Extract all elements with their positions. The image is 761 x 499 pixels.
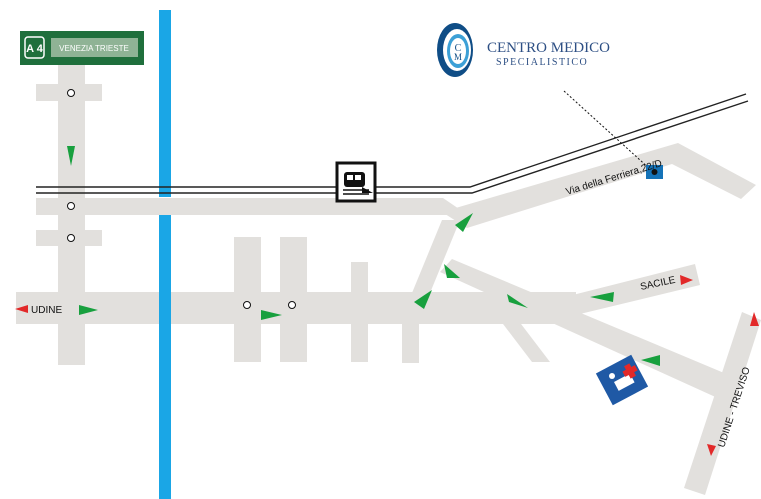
- clinic-leader-line: [563, 90, 652, 171]
- road-udine-treviso: [684, 312, 761, 495]
- road-via-della-ferriera: [442, 143, 756, 228]
- road-stub-4: [402, 323, 419, 363]
- railway: [36, 93, 749, 194]
- arrow-southeast: [444, 264, 460, 278]
- roundabout: [288, 301, 296, 309]
- logo-line1: CENTRO MEDICO: [487, 40, 610, 56]
- road-sacile: [545, 264, 700, 320]
- arrow-north-exit: [750, 312, 759, 326]
- motorway-destinations: VENEZIA TRIESTE: [59, 44, 129, 53]
- roundabout: [243, 301, 251, 309]
- arrow-west: [590, 292, 614, 302]
- logo-monogram-top: C: [455, 43, 462, 54]
- west-destination-label: UDINE: [31, 305, 62, 316]
- arrow-southeast: [507, 294, 528, 308]
- arrow-east: [261, 310, 282, 320]
- roundabout: [67, 89, 75, 97]
- clinic-location-icon: [646, 165, 663, 179]
- road-upper-east-west: [36, 198, 465, 215]
- road-stub-1: [234, 237, 261, 362]
- river: [159, 10, 171, 499]
- logo-line2: SPECIALISTICO: [496, 57, 588, 68]
- logo-monogram-bottom: M: [454, 52, 462, 62]
- clinic-logo: C M CENTRO MEDICO SPECIALISTICO: [437, 23, 610, 77]
- road-southeast-diagonal: [440, 259, 736, 400]
- direction-arrows-red: [15, 275, 759, 456]
- roundabouts: [67, 89, 296, 309]
- road-stub-3: [351, 262, 368, 362]
- motorway-number: A 4: [26, 43, 44, 55]
- arrow-east: [79, 305, 98, 315]
- train-station-icon: [335, 161, 377, 203]
- arrow-south: [67, 146, 75, 166]
- road-stub-2: [280, 237, 307, 362]
- direction-arrows-green: [67, 146, 660, 366]
- hospital-icon: [595, 354, 649, 406]
- arrow-west: [641, 355, 660, 366]
- roundabout: [67, 202, 75, 210]
- road-connector-diagonal: [405, 220, 460, 310]
- arrow-northeast: [455, 213, 473, 232]
- arrow-south-exit: [707, 444, 716, 456]
- arrow-east-exit: [680, 275, 693, 285]
- arrow-west-exit: [15, 305, 28, 313]
- motorway-sign: A 4 VENEZIA TRIESTE: [20, 31, 144, 65]
- road-network: [16, 65, 761, 495]
- road-spur-south: [500, 320, 550, 362]
- roundabout: [67, 234, 75, 242]
- arrow-northeast: [414, 290, 432, 309]
